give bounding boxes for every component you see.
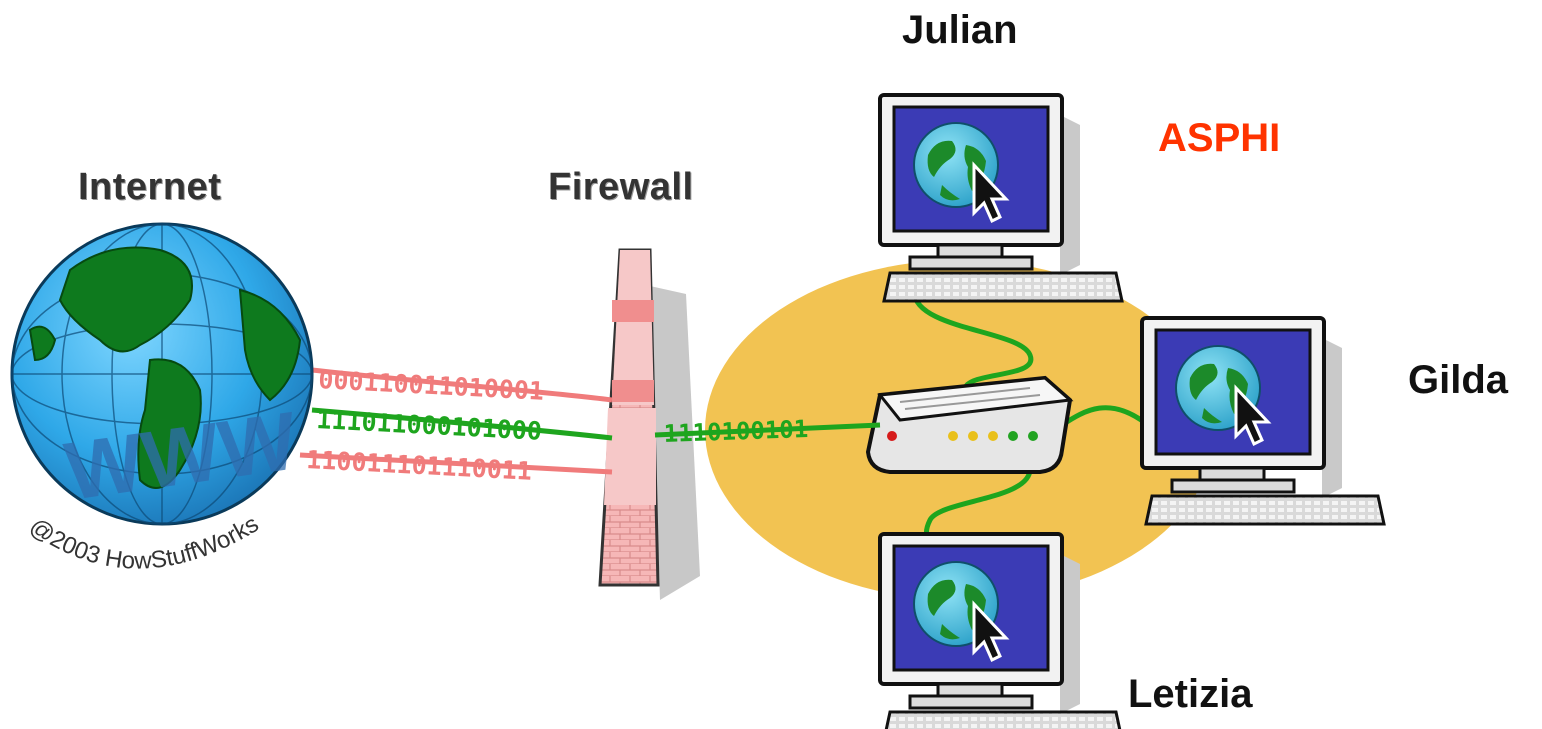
router-icon	[865, 375, 1074, 474]
user-label-letizia: Letizia	[1128, 672, 1253, 716]
user-label-julian: Julian	[902, 8, 1018, 52]
bitstream-wires	[299, 367, 881, 475]
firewall-icon	[598, 248, 700, 600]
bitstream-blocked-bottom: 110011101110011	[306, 445, 533, 486]
globe-icon: WWW @2003 HowStuffWorks	[10, 222, 314, 575]
asphi-label: ASPHI	[1158, 116, 1281, 160]
user-label-gilda: Gilda	[1408, 358, 1509, 402]
firewall-label: Firewall	[548, 166, 694, 208]
computer-julian	[878, 93, 1124, 303]
bitstream-blocked-top: 000110011010001	[318, 365, 545, 406]
bitstream-allowed-out: 1110100101	[663, 415, 808, 448]
computer-gilda	[1140, 316, 1386, 526]
internet-label: Internet	[78, 166, 222, 208]
bitstream-allowed-in: 111011000101000	[316, 405, 543, 446]
